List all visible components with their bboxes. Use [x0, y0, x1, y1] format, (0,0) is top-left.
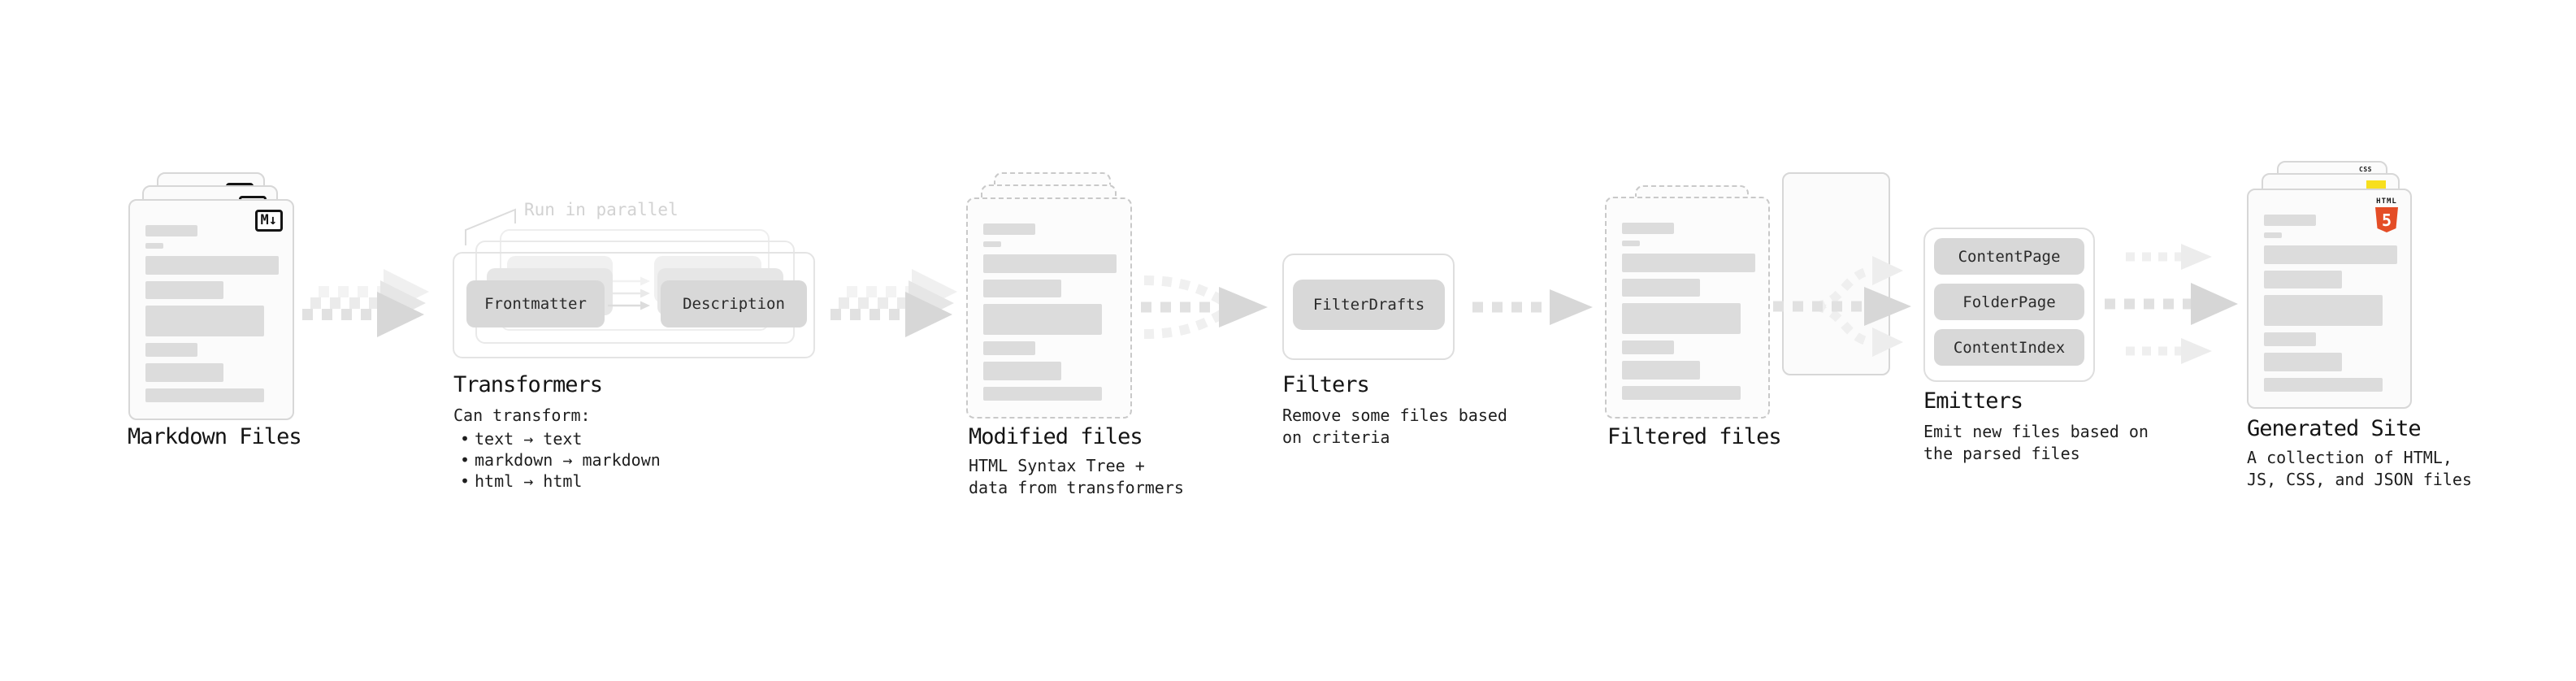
- text-line-placeholder: [983, 280, 1061, 297]
- emitter-pill-content-page: ContentPage: [1934, 238, 2084, 275]
- list-item: text → text: [453, 428, 661, 449]
- text-line-placeholder: [145, 306, 264, 336]
- text-line-placeholder: [1622, 361, 1700, 380]
- stage-title-filters: Filters: [1282, 372, 1370, 397]
- text-line-placeholder: [145, 343, 197, 357]
- text-line-placeholder: [2264, 215, 2316, 226]
- text-line-placeholder: [1622, 241, 1640, 246]
- text-line-placeholder: [1622, 303, 1741, 334]
- text-line-placeholder: [1622, 279, 1700, 297]
- text-line-placeholder: [983, 223, 1035, 235]
- text-line-placeholder: [1622, 340, 1674, 354]
- stage-title-modified-files: Modified files: [969, 424, 1143, 449]
- text-line-placeholder: [983, 254, 1117, 273]
- list-item: markdown → markdown: [453, 449, 661, 471]
- filter-drafts-pill: FilterDrafts: [1293, 280, 1445, 330]
- stage-title-markdown-files: Markdown Files: [128, 424, 302, 449]
- text-line-placeholder: [983, 387, 1102, 401]
- text-line-placeholder: [2264, 332, 2316, 346]
- stage-title-emitters: Emitters: [1923, 388, 2023, 414]
- text-line-placeholder: [983, 304, 1102, 335]
- text-line-placeholder: [145, 225, 197, 236]
- emitters-desc: Emit new files based on the parsed files: [1923, 422, 2149, 463]
- stage-title-transformers: Transformers: [453, 372, 603, 397]
- emitter-pill-folder-page: FolderPage: [1934, 284, 2084, 320]
- emitter-pill-content-index: ContentIndex: [1934, 329, 2084, 366]
- text-line-placeholder: [145, 281, 223, 299]
- markdown-file-card-front: M↓: [128, 199, 294, 420]
- description-pill: Description: [661, 280, 807, 327]
- generated-site-desc: A collection of HTML, JS, CSS, and JSON …: [2247, 448, 2472, 489]
- stage-title-generated-site: Generated Site: [2247, 416, 2422, 441]
- flow-arrow-icon: [1472, 289, 1593, 325]
- text-line-placeholder: [983, 341, 1035, 355]
- html5-icon: HTML 5: [2372, 197, 2401, 232]
- list-item: html → html: [453, 471, 661, 492]
- modified-files-desc: HTML Syntax Tree + data from transformer…: [969, 456, 1184, 497]
- text-line-placeholder: [2264, 245, 2397, 264]
- text-line-placeholder: [2264, 232, 2282, 238]
- text-line-placeholder: [2264, 295, 2383, 326]
- run-in-parallel-annotation: Run in parallel: [524, 200, 679, 219]
- text-line-placeholder: [1622, 223, 1674, 234]
- transformers-bullet-list: text → text markdown → markdown html → h…: [453, 428, 661, 492]
- markdown-icon: M↓: [254, 210, 283, 232]
- annotation-connector-line: [465, 208, 516, 245]
- flow-arrow-icon: [302, 269, 429, 337]
- text-line-placeholder: [145, 388, 264, 402]
- generated-file-card-html: HTML 5: [2247, 189, 2412, 409]
- flow-diverge-arrow-icon: [1773, 256, 1911, 357]
- flow-converge-arrow-icon: [1141, 275, 1268, 339]
- text-line-placeholder: [983, 362, 1061, 380]
- modified-file-card-front: [966, 197, 1132, 419]
- text-line-placeholder: [2264, 378, 2383, 392]
- stage-title-filtered-files: Filtered files: [1607, 424, 1782, 449]
- text-line-placeholder: [1622, 254, 1755, 272]
- transformers-desc-title: Can transform:: [453, 406, 591, 425]
- filters-desc: Remove some files based on criteria: [1282, 406, 1507, 447]
- frontmatter-pill: Frontmatter: [466, 280, 605, 327]
- text-line-placeholder: [145, 363, 223, 382]
- text-line-placeholder: [983, 241, 1001, 247]
- markdown-file-card-back: [1782, 172, 1890, 375]
- js-icon: [2366, 180, 2386, 191]
- text-line-placeholder: [145, 256, 279, 275]
- text-line-placeholder: [1622, 386, 1741, 400]
- text-line-placeholder: [145, 243, 163, 249]
- transformer-box-front: [453, 252, 815, 358]
- text-line-placeholder: [2264, 353, 2342, 371]
- transform-arrows-icon: [608, 276, 650, 310]
- filtered-file-card-front: [1605, 197, 1770, 419]
- text-line-placeholder: [2264, 271, 2342, 288]
- flow-arrow-icon: [830, 269, 957, 337]
- flow-fanout-arrow-icon: [2105, 244, 2238, 364]
